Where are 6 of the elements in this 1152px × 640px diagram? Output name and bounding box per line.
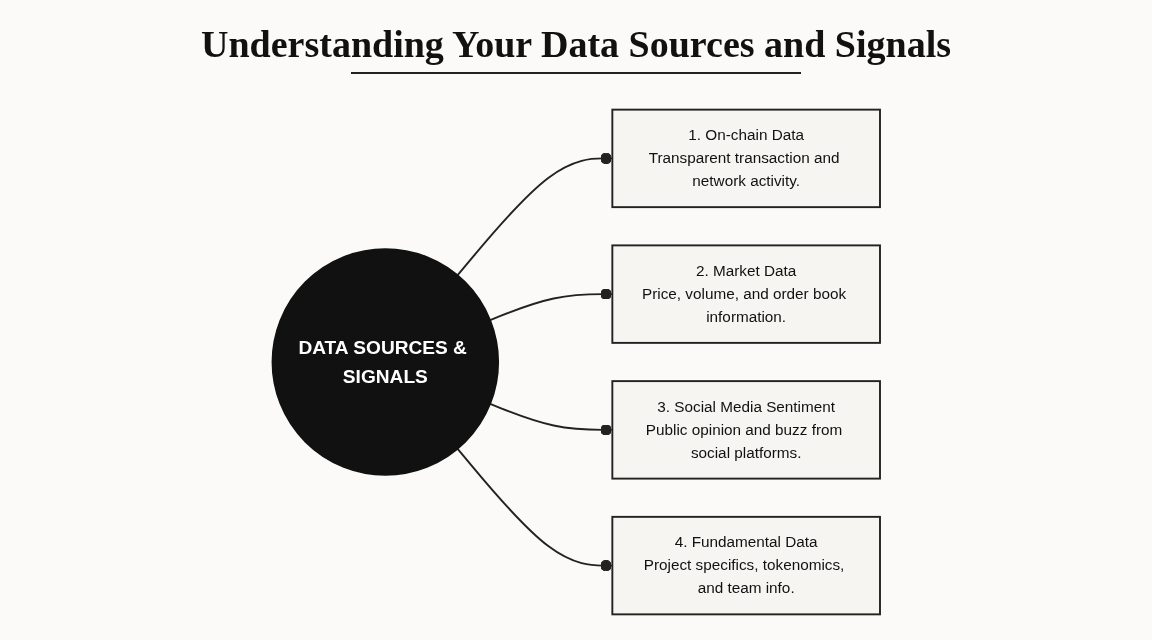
node-box: 3. Social Media Sentiment Public opinion and buzz from social platforms.	[610, 380, 881, 480]
node-box: 2. Market Data Price, volume, and order book information.	[610, 244, 881, 344]
node-box: 1. On-chain Data Transparent transaction and network activity.	[610, 108, 881, 209]
node-circle: DATA SOURCES & SIGNALS	[271, 248, 499, 476]
title: Understanding Your Data Sources and Signals	[201, 22, 951, 66]
node-box: 4. Fundamental Data Project specifics, tokenomics, and team info.	[610, 515, 881, 616]
